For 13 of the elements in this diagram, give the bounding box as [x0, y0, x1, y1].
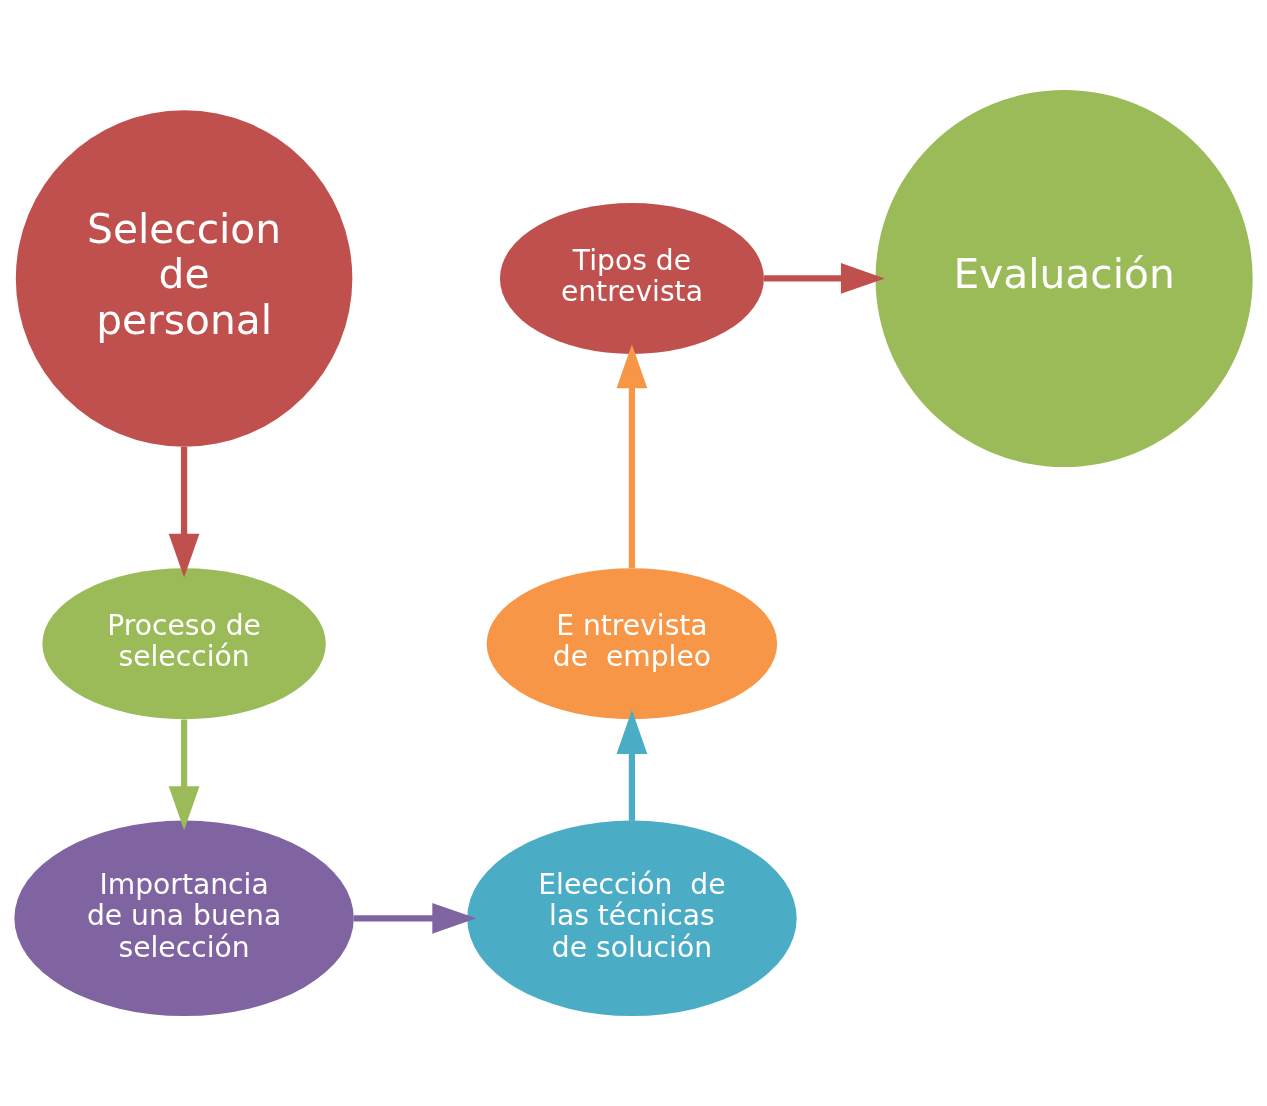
node-ellipse: Importancia de una buena selección	[14, 820, 354, 1017]
node-circle: Evaluación	[875, 89, 1253, 468]
node-circle: Seleccion de personal	[15, 110, 353, 447]
arrow	[168, 719, 200, 831]
arrow	[616, 710, 648, 821]
arrow	[616, 344, 648, 568]
node-ellipse: Proceso de selección	[42, 568, 326, 720]
node-ellipse: Eleección de las técnicas de solución	[467, 820, 797, 1017]
arrow	[353, 902, 477, 934]
arrow	[764, 263, 885, 294]
node-ellipse: E ntrevista de empleo	[486, 568, 778, 720]
arrow	[168, 446, 200, 578]
node-ellipse: Tipos de entrevista	[499, 203, 764, 354]
